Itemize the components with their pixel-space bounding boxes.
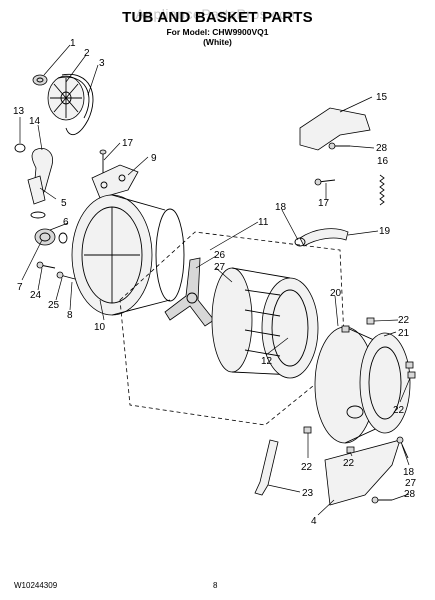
callout-5: 5 — [61, 198, 67, 209]
callout-21: 21 — [398, 328, 410, 339]
part-22-clips — [303, 317, 416, 454]
part-24-screw — [36, 261, 56, 269]
part-5-hose — [27, 175, 46, 205]
part-6-clamp — [30, 211, 68, 246]
callout-9: 9 — [151, 153, 157, 164]
callout-17-mid: 17 — [318, 198, 330, 209]
callout-15: 15 — [376, 92, 388, 103]
callout-labels: 1 2 3 13 14 17 9 5 6 7 24 25 8 10 11 26 … — [13, 38, 417, 527]
model-subtitle: For Model: CHW9900VQ1 — [166, 27, 269, 37]
callout-6: 6 — [63, 217, 69, 228]
callout-11: 11 — [258, 217, 269, 228]
callout-12: 12 — [261, 356, 273, 367]
callout-14: 14 — [29, 116, 41, 127]
part-19-hose — [294, 228, 349, 247]
part-21-front-tub — [314, 326, 411, 444]
part-3-belt — [57, 73, 94, 136]
callout-24: 24 — [30, 290, 42, 301]
callout-8: 8 — [67, 310, 73, 321]
part-9-bracket — [91, 164, 139, 199]
part-15-cover — [299, 107, 371, 151]
part-16-spring — [379, 174, 385, 206]
callout-18-mid: 18 — [275, 202, 287, 213]
callout-4: 4 — [311, 516, 317, 527]
callout-2: 2 — [84, 48, 90, 59]
document-code: W10244309 — [14, 581, 58, 590]
callout-23: 23 — [302, 488, 314, 499]
part-13-clamp — [14, 143, 26, 153]
callout-10: 10 — [94, 322, 106, 333]
callout-17-top: 17 — [122, 138, 134, 149]
part-28-screw — [328, 142, 350, 150]
part-27-basket — [211, 267, 319, 379]
callout-13: 13 — [13, 106, 25, 117]
callout-26: 26 — [214, 250, 226, 261]
page-title: TUB AND BASKET PARTS — [122, 9, 313, 26]
part-17-screw — [99, 149, 107, 175]
callout-27: 27 — [214, 262, 226, 273]
part-28-lower-screw — [371, 496, 392, 504]
callout-19: 19 — [379, 226, 391, 237]
part-26-spider — [164, 257, 215, 327]
part-25-screw — [56, 271, 76, 280]
variant-subtitle: (White) — [203, 37, 232, 47]
callout-28-top: 28 — [376, 143, 388, 154]
part-18-lower-screw — [396, 436, 409, 459]
callout-18-lower: 18 — [403, 467, 415, 478]
page-number: 8 — [213, 581, 218, 590]
part-10-rear-tub — [71, 194, 185, 316]
callout-22-b: 22 — [393, 405, 405, 416]
watermark: AppliancePartsPros.com — [135, 6, 300, 22]
callout-3: 3 — [99, 58, 105, 69]
part-2-pulley — [47, 75, 85, 121]
callout-22-c: 22 — [301, 462, 313, 473]
part-23-damper — [254, 439, 279, 496]
callout-25: 25 — [48, 300, 60, 311]
part-4-bracket — [324, 439, 401, 506]
callout-16: 16 — [377, 156, 389, 167]
callout-22-d: 22 — [343, 458, 355, 469]
leader-lines — [19, 44, 411, 516]
callout-22-a: 22 — [398, 315, 410, 326]
callout-20: 20 — [330, 288, 342, 299]
part-17-screw-mid — [314, 178, 336, 186]
callout-7: 7 — [17, 282, 23, 293]
part-1-nut — [32, 74, 48, 86]
callout-17-lower: 27 — [405, 478, 417, 489]
callout-28-lower: 28 — [404, 489, 416, 500]
callout-1: 1 — [70, 38, 76, 49]
